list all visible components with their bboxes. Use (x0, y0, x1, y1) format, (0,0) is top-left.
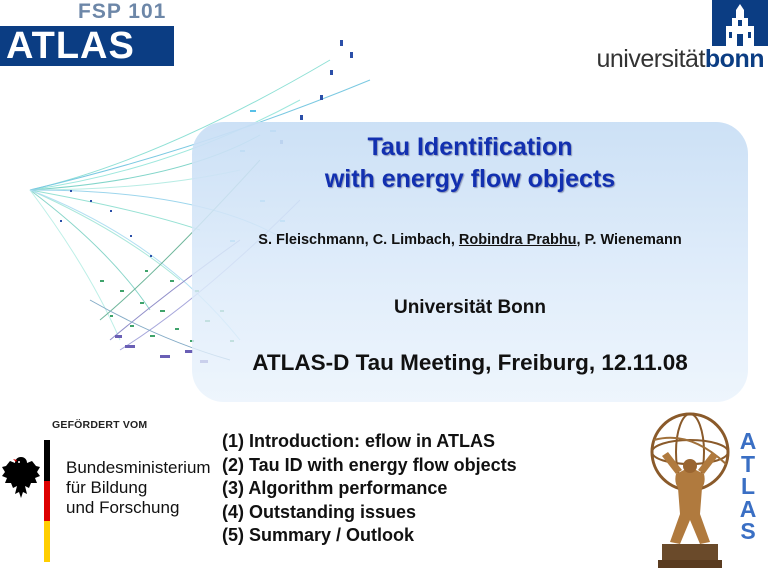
outline-item: (2) Tau ID with energy flow objects (222, 454, 517, 475)
fsp-label: FSP 101 (78, 0, 167, 23)
bonn-wordmark: universitätbonn (596, 45, 764, 74)
bonn-prefix: universität (596, 45, 705, 73)
atlas-letter: L (740, 473, 756, 499)
german-flag-stripe (44, 440, 50, 562)
affiliation: Universität Bonn (393, 297, 547, 318)
funding-label: GEFÖRDERT VOM (52, 419, 148, 431)
slide-title-line-2: with energy flow objects (324, 165, 616, 193)
atlas-fsp-logo: FSP 101 ATLAS (0, 0, 178, 66)
atlas-titan-figure (650, 412, 730, 568)
bmbf-line-3: und Forschung (66, 498, 180, 517)
presenter-name: Robindra Prabhu (458, 232, 577, 248)
outline-item: (5) Summary / Outlook (222, 525, 415, 545)
atlas-letter: A (739, 495, 757, 522)
outline-item: (4) Outstanding issues (222, 501, 417, 522)
flag-black (44, 440, 50, 481)
atlas-letter: T (740, 450, 756, 477)
atlas-letter: S (740, 518, 756, 544)
bonn-suffix: bonn (704, 45, 765, 73)
flag-red (44, 480, 50, 522)
atlas-letter: A (739, 428, 757, 454)
meeting-info: ATLAS-D Tau Meeting, Freiburg, 12.11.08 (252, 350, 688, 375)
atlas-logo-word: ATLAS (6, 25, 135, 67)
university-building-icon (712, 0, 768, 46)
bmbf-line-2: für Bildung (66, 478, 148, 497)
federal-eagle-icon (2, 457, 40, 498)
slide-title-line-1: Tau Identification (367, 133, 573, 161)
atlas-vertical-wordmark: A T L A S (736, 430, 760, 543)
flag-gold (44, 521, 50, 562)
outline-list: (1) Introduction: eflow in ATLAS (2) Tau… (222, 430, 517, 548)
atlas-logo-bar (0, 26, 174, 66)
bmbf-name: Bundesministerium für Bildung und Forsch… (66, 458, 211, 518)
outline-item: (1) Introduction: eflow in ATLAS (222, 431, 495, 451)
university-bonn-logo: universitätbonn (596, 0, 768, 74)
bmbf-line-1: Bundesministerium (66, 458, 211, 477)
authors-after: , P. Wienemann (576, 232, 682, 248)
outline-item: (3) Algorithm performance (222, 478, 448, 498)
authors-before: S. Fleischmann, C. Limbach, (258, 232, 459, 248)
author-list: S. Fleischmann, C. Limbach, Robindra Pra… (192, 232, 748, 248)
title-panel (192, 122, 748, 402)
